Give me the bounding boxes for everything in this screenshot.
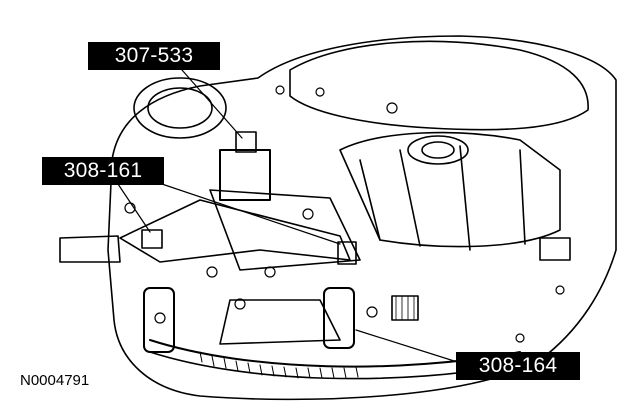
leader-line-308-161-b	[149, 179, 341, 245]
callout-label: 307-533	[88, 42, 220, 70]
leader-line-308-164	[355, 329, 471, 367]
leader-line-308-161	[117, 183, 151, 233]
tool-bracket	[119, 199, 351, 263]
pin-left	[143, 287, 175, 353]
leader-line-307-533	[181, 69, 243, 139]
pin-right	[323, 287, 355, 349]
figure-reference-code: N0004791	[20, 372, 90, 389]
bell-housing	[289, 40, 589, 131]
callout-label: 308-161	[42, 157, 164, 185]
housing-outline	[107, 35, 617, 401]
callout-label: 308-164	[456, 352, 580, 380]
